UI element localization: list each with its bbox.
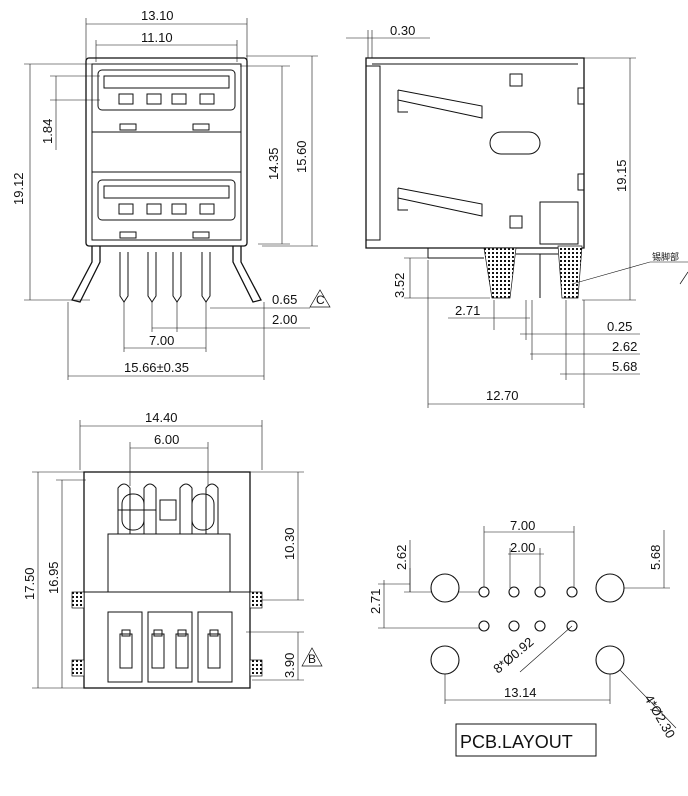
- note-b: B: [308, 652, 316, 666]
- dim-side-depth: 12.70: [486, 388, 519, 403]
- pcb-large-holes: 4*Ø2.30: [641, 692, 678, 741]
- dim-shell-thickness: 0.30: [390, 23, 415, 38]
- dim-pin-pitch: 2.00: [272, 312, 297, 327]
- side-view: 0.30 19.15 锡脚部: [346, 23, 688, 408]
- pcb-dim-pin-pitch: 2.00: [510, 540, 535, 555]
- pcb-hole-pitch: 13.14: [504, 685, 537, 700]
- pcb-dim-pin-span: 7.00: [510, 518, 535, 533]
- dim-overall-width: 13.10: [141, 8, 174, 23]
- dim-tab-len: 3.90: [282, 653, 297, 678]
- dim-pin-length: 3.52: [392, 273, 407, 298]
- dim-total-height: 19.12: [11, 172, 26, 205]
- dim-leg-span: 15.66±0.35: [124, 360, 189, 375]
- front-view: 13.10 11.10 19.12 1.84 14.35 15.60: [11, 8, 331, 380]
- dim-port-offset: 1.84: [40, 119, 55, 144]
- dim-body-height: 15.60: [294, 140, 309, 173]
- dim-port-pitch: 6.00: [154, 432, 179, 447]
- dim-top-width: 14.40: [145, 410, 178, 425]
- dim-pin-span: 7.00: [149, 333, 174, 348]
- note-c: C: [316, 293, 325, 307]
- dim-offset-025: 0.25: [607, 319, 632, 334]
- dim-inner-width: 11.10: [141, 30, 173, 45]
- dim-tongue-len: 10.30: [282, 527, 297, 560]
- pcb-layout: 7.00 2.00 2.62 2.71 5.68 8*Ø0.92: [368, 518, 678, 757]
- pcb-small-holes: 8*Ø0.92: [490, 634, 536, 676]
- dim-side-height: 19.15: [614, 159, 629, 192]
- dim-body-depth: 16.95: [46, 561, 61, 594]
- dim-offset-568: 5.68: [612, 359, 637, 374]
- pcb-dim-side-offset: 5.68: [648, 545, 663, 570]
- dim-offset-262: 2.62: [612, 339, 637, 354]
- pcb-layout-title: PCB.LAYOUT: [460, 732, 573, 752]
- dim-pin-width: 0.65: [272, 292, 297, 307]
- top-view: 14.40 6.00 17.50 16.95 10.30 3.90: [22, 410, 323, 689]
- dim-top-depth: 17.50: [22, 567, 37, 600]
- solder-label: 锡脚部: [652, 251, 679, 263]
- dim-port-span: 14.35: [266, 147, 281, 180]
- pcb-dim-hole-offset: 2.71: [368, 589, 383, 614]
- pcb-dim-row-offset: 2.62: [394, 545, 409, 570]
- dim-offset-271: 2.71: [455, 303, 480, 318]
